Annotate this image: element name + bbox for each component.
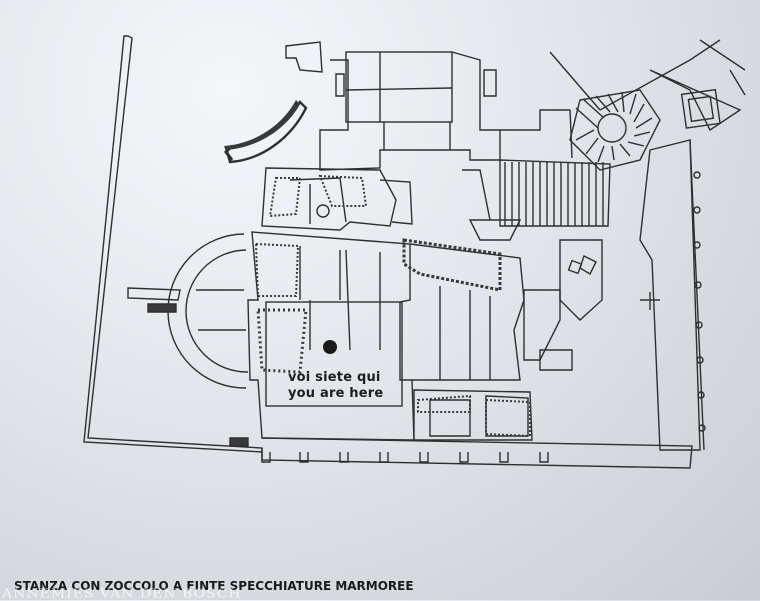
excavation-hatching xyxy=(224,100,531,438)
you-are-here-dot xyxy=(323,340,337,354)
northeast-ramps xyxy=(549,39,742,132)
northern-block xyxy=(285,41,573,171)
outer-boundary xyxy=(83,35,263,453)
you-are-here-label-en: you are here xyxy=(288,386,384,401)
you-are-here-label-it: voi siete qui xyxy=(288,370,381,385)
circular-hall xyxy=(569,89,661,171)
stepped-seating xyxy=(499,159,611,227)
south-notches xyxy=(261,452,549,463)
eastern-building xyxy=(639,139,701,451)
photographer-watermark: ANNEMIES VAN DEN BOSCH xyxy=(2,587,242,601)
central-rooms xyxy=(247,167,603,441)
room-caption: STANZA CON ZOCCOLO A FINTE SPECCHIATURE … xyxy=(14,579,414,593)
apse xyxy=(127,233,249,389)
column-row xyxy=(693,171,706,432)
southern-wall xyxy=(261,437,693,469)
